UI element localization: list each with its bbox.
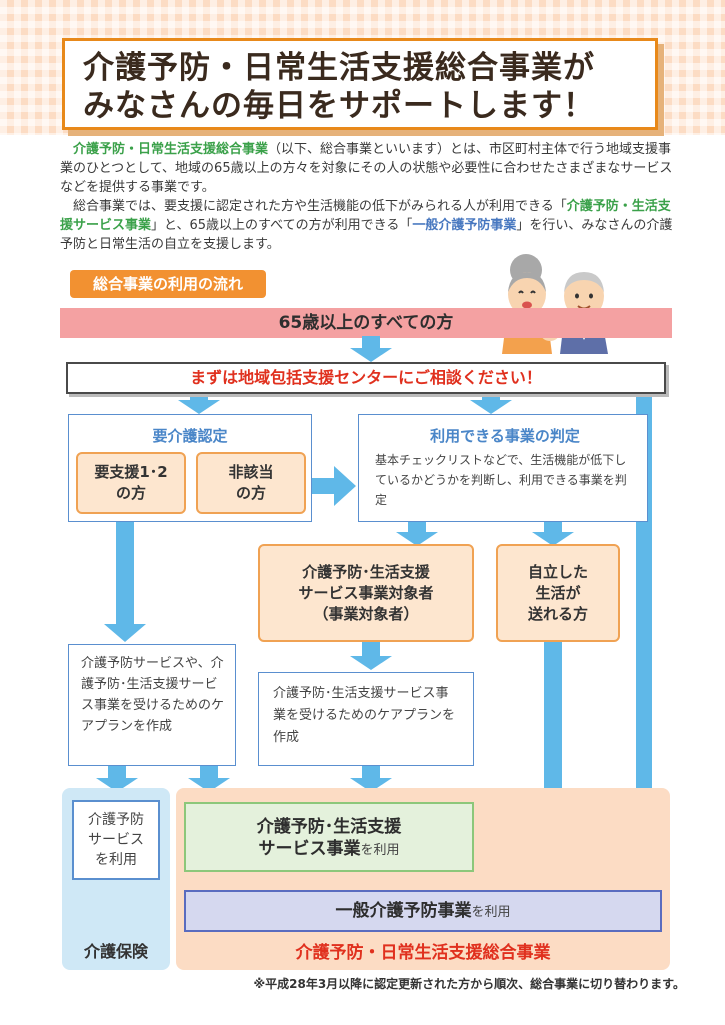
target-line-1: 介護予防･生活支援 bbox=[302, 562, 430, 581]
arrow-judge-to-independent bbox=[532, 522, 574, 546]
support-line-1: 要支援1･2 bbox=[94, 463, 168, 481]
care-certification-title: 要介護認定 bbox=[152, 427, 228, 445]
arrow-careplan1-to-care-use bbox=[96, 766, 138, 792]
intro-p2-a: 総合事業では、要支援に認定された方や生活機能の低下がみられる人が利用できる「 bbox=[73, 199, 567, 214]
arrow-all-to-general bbox=[624, 394, 664, 886]
intro-term-general: 一般介護予防事業 bbox=[412, 218, 517, 233]
careplan-box-2: 介護予防･生活支援サービス事業を受けるためのケアプランを作成 bbox=[258, 672, 474, 766]
judgement-title: 利用できる事業の判定 bbox=[430, 427, 580, 445]
care-use-line-2: サービス bbox=[88, 832, 144, 848]
service-use-line-2: サービス事業 bbox=[258, 839, 361, 859]
independent-line-3: 送れる方 bbox=[527, 604, 588, 623]
care-insurance-label: 介護保険 bbox=[83, 942, 148, 961]
arrow-consult-to-judge bbox=[470, 392, 512, 414]
general-use-suffix: を利用 bbox=[471, 905, 511, 920]
support-line-2: の方 bbox=[115, 484, 146, 502]
care-service-use-box: 介護予防 サービス を利用 bbox=[72, 800, 160, 880]
arrow-judge-to-target bbox=[396, 522, 438, 546]
general-prevention-use-box: 一般介護予防事業を利用 bbox=[184, 890, 662, 932]
arrow-careplan1-to-service bbox=[188, 766, 230, 792]
eligibility-judgement-box: 利用できる事業の判定 基本チェックリストなどで、生活機能が低下しているかどうかを… bbox=[358, 414, 648, 522]
intro-text: 介護予防・日常生活支援総合事業（以下、総合事業といいます）とは、市区町村主体で行… bbox=[60, 140, 675, 254]
sogo-label: 介護予防・日常生活支援総合事業 bbox=[295, 943, 551, 963]
service-use-suffix: を利用 bbox=[360, 843, 400, 858]
care-use-line-3: を利用 bbox=[95, 852, 137, 868]
footnote: ※平成28年3月以降に認定更新された方から順次、総合事業に切り替わります。 bbox=[253, 977, 685, 991]
intro-paragraph-2: 総合事業では、要支援に認定された方や生活機能の低下がみられる人が利用できる「介護… bbox=[60, 197, 675, 254]
independent-line-1: 自立した bbox=[527, 562, 588, 581]
independent-life-box: 自立した 生活が 送れる方 bbox=[496, 544, 620, 642]
all-65-plus-bar: 65歳以上のすべての方 bbox=[60, 308, 672, 338]
support-1-2-box: 要支援1･2 の方 bbox=[76, 452, 186, 514]
not-applicable-line-2: の方 bbox=[235, 484, 266, 502]
target-line-2: サービス事業対象者 bbox=[298, 583, 434, 602]
arrow-careplan2-to-service bbox=[350, 766, 392, 792]
title-line-2: みなさんの毎日をサポートします！ bbox=[83, 88, 595, 124]
flow-label: 総合事業の利用の流れ bbox=[70, 270, 266, 298]
arrow-independent-to-general bbox=[532, 642, 574, 886]
intro-paragraph-1: 介護予防・日常生活支援総合事業（以下、総合事業といいます）とは、市区町村主体で行… bbox=[60, 140, 675, 197]
service-use-box: 介護予防･生活支援 サービス事業を利用 bbox=[184, 802, 474, 872]
independent-line-2: 生活が bbox=[535, 583, 581, 602]
arrow-target-to-careplan2 bbox=[350, 642, 392, 670]
not-applicable-line-1: 非該当 bbox=[228, 463, 274, 481]
target-line-3: （事業対象者） bbox=[313, 604, 419, 623]
intro-p1-rest: （以下、総合事業といいます）とは、市区町村主体で行う地域支援事業のひとつとして、… bbox=[60, 142, 673, 195]
page-title: 介護予防・日常生活支援総合事業が みなさんの毎日をサポートします！ bbox=[62, 38, 658, 130]
intro-p2-c: 」を行い、みなさんの介護予防と日常生活の自立を支援します。 bbox=[60, 218, 673, 252]
consult-center-box: まずは地域包括支援センターにご相談ください！ bbox=[66, 362, 666, 394]
judgement-text: 基本チェックリストなどで、生活機能が低下しているかどうかを判断し、利用できる事業… bbox=[375, 453, 627, 507]
not-applicable-box: 非該当 の方 bbox=[196, 452, 306, 514]
service-target-box: 介護予防･生活支援 サービス事業対象者 （事業対象者） bbox=[258, 544, 474, 642]
intro-term-sogo: 介護予防・日常生活支援総合事業 bbox=[73, 142, 269, 157]
arrow-notapp-to-judge bbox=[308, 466, 356, 506]
arrow-65-to-consult bbox=[350, 336, 392, 362]
intro-p2-b: 」と、65歳以上のすべての方が利用できる「 bbox=[151, 218, 413, 233]
intro-term-service: 介護予防・生活支援サービス事業 bbox=[60, 199, 671, 233]
arrow-support-to-careplan bbox=[104, 520, 146, 642]
careplan-box-1: 介護予防サービスや、介護予防･生活支援サービス事業を受けるためのケアプランを作成 bbox=[68, 644, 236, 766]
general-use-bold: 一般介護予防事業 bbox=[335, 901, 472, 921]
title-line-1: 介護予防・日常生活支援総合事業が bbox=[83, 50, 595, 86]
arrow-consult-to-care bbox=[178, 392, 220, 414]
care-use-line-1: 介護予防 bbox=[88, 812, 144, 828]
service-use-line-1: 介護予防･生活支援 bbox=[256, 817, 402, 837]
